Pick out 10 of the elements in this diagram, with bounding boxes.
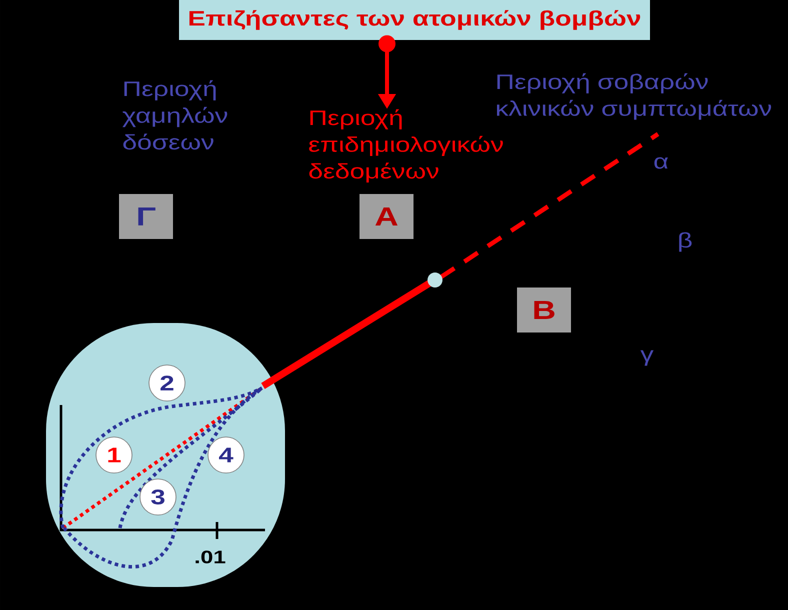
tick-label: .01 bbox=[196, 550, 226, 564]
letter-box: Β bbox=[517, 288, 571, 332]
area-label: Περιοχή χαμηλών δόσεων bbox=[122, 80, 228, 150]
area-label: Περιοχή σοβαρών κλινικών συμπτωμάτων bbox=[497, 73, 772, 120]
letter-box: Γ bbox=[119, 194, 173, 239]
letter-label: α bbox=[654, 157, 668, 169]
letter-label: β bbox=[679, 232, 692, 252]
letter-box: Α bbox=[360, 194, 414, 239]
title-box: Επιζήσαντες των ατομικών βομβών bbox=[179, 0, 650, 40]
letter-label: γ bbox=[640, 350, 654, 366]
